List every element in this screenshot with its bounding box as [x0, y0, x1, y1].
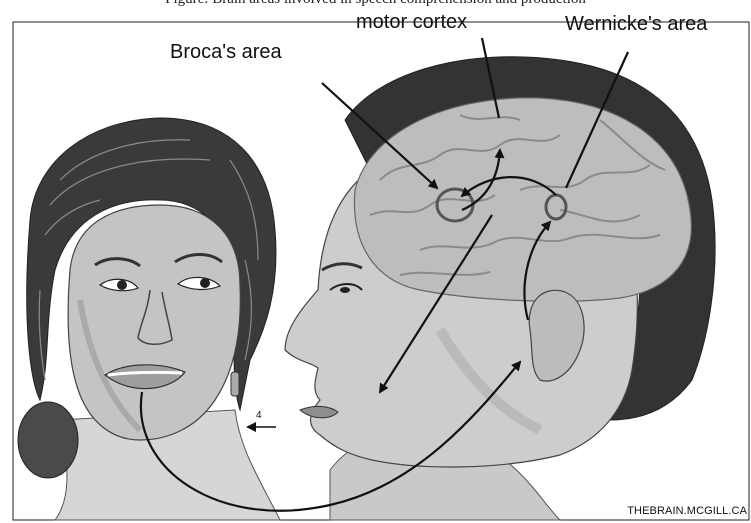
label-wernicke-area: Wernicke's area — [565, 13, 707, 36]
svg-text:4: 4 — [256, 410, 262, 421]
brain-outline — [354, 98, 691, 301]
label-broca-area: Broca's area — [170, 41, 282, 64]
woman-earring — [231, 372, 239, 396]
source-credit: THEBRAIN.MCGILL.CA — [627, 505, 747, 517]
woman-bun — [18, 402, 78, 478]
label-motor-cortex: motor cortex — [356, 11, 467, 34]
